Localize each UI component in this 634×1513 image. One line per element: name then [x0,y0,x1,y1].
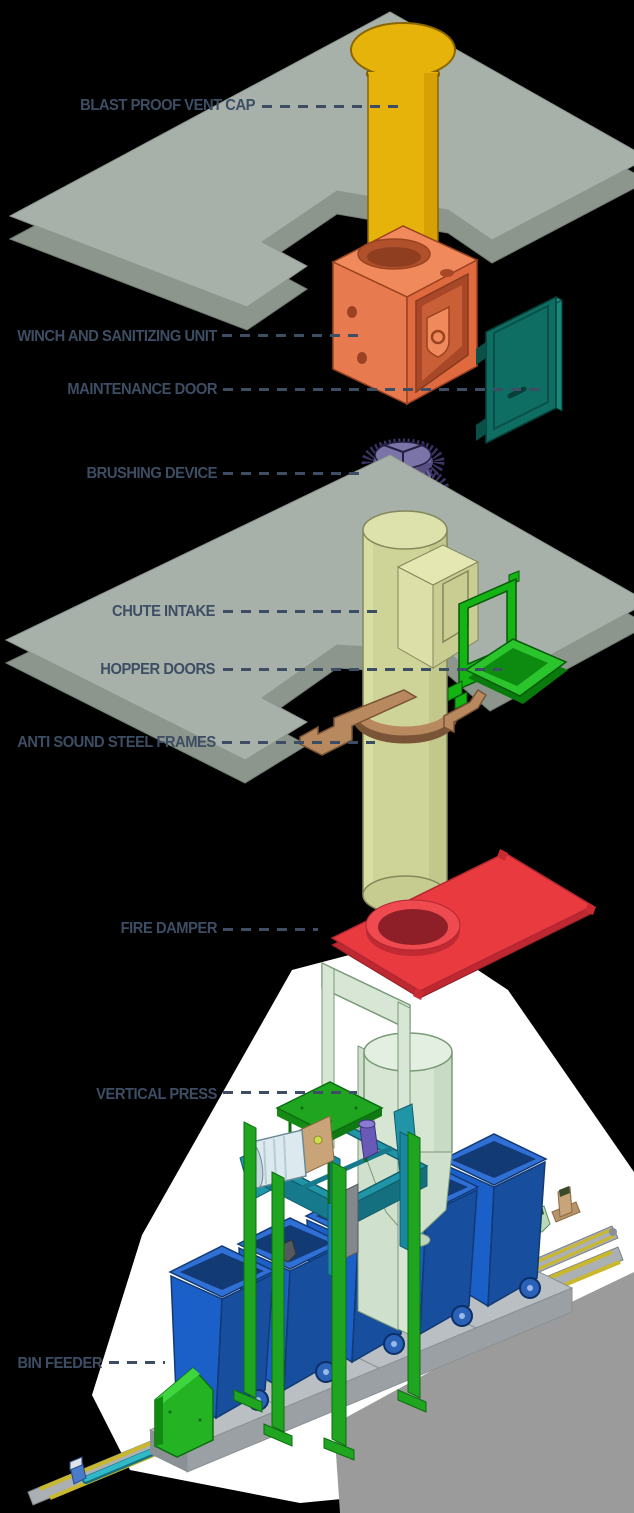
label-anti-sound-steel-frames: ANTI SOUND STEEL FRAMES [17,734,216,751]
leader-winch-unit [222,334,364,337]
label-bin-feeder: BIN FEEDER [17,1355,103,1372]
leader-maintenance-door [223,388,545,391]
winch-unit [331,225,479,406]
fire-damper [330,849,596,1000]
leader-vent-cap [262,105,398,108]
floor-shadow [334,1272,634,1513]
vent-cap [350,22,456,266]
leader-fire-damper [223,928,318,931]
vertical-press [275,1081,384,1263]
support-posts [233,1121,427,1461]
end-post [551,1186,581,1223]
label-maintenance-door: MAINTENANCE DOOR [67,381,217,398]
label-brushing-device: BRUSHING DEVICE [86,465,217,482]
leader-brushing-device [223,472,363,475]
anti-sound-steel-frames [299,688,488,756]
label-blast-proof-vent-cap: BLAST PROOF VENT CAP [80,97,255,114]
maintenance-door [476,295,564,445]
bin-feeder-plow [154,1366,214,1458]
label-fire-damper: FIRE DAMPER [120,920,218,937]
label-vertical-press: VERTICAL PRESS [96,1086,217,1103]
label-winch-sanitizing-unit: WINCH AND SANITIZING UNIT [17,328,217,345]
leader-vertical-press [223,1091,357,1094]
roof-slab [8,11,634,331]
leader-chute-intake [223,610,383,613]
hopper-doors [447,570,568,710]
label-chute-intake: CHUTE INTAKE [112,603,215,620]
leader-hopper-doors [223,668,502,671]
leader-anti-sound [222,741,375,744]
leader-bin-feeder [109,1361,165,1364]
press-motor [244,1115,335,1189]
label-hopper-doors: HOPPER DOORS [100,661,215,678]
